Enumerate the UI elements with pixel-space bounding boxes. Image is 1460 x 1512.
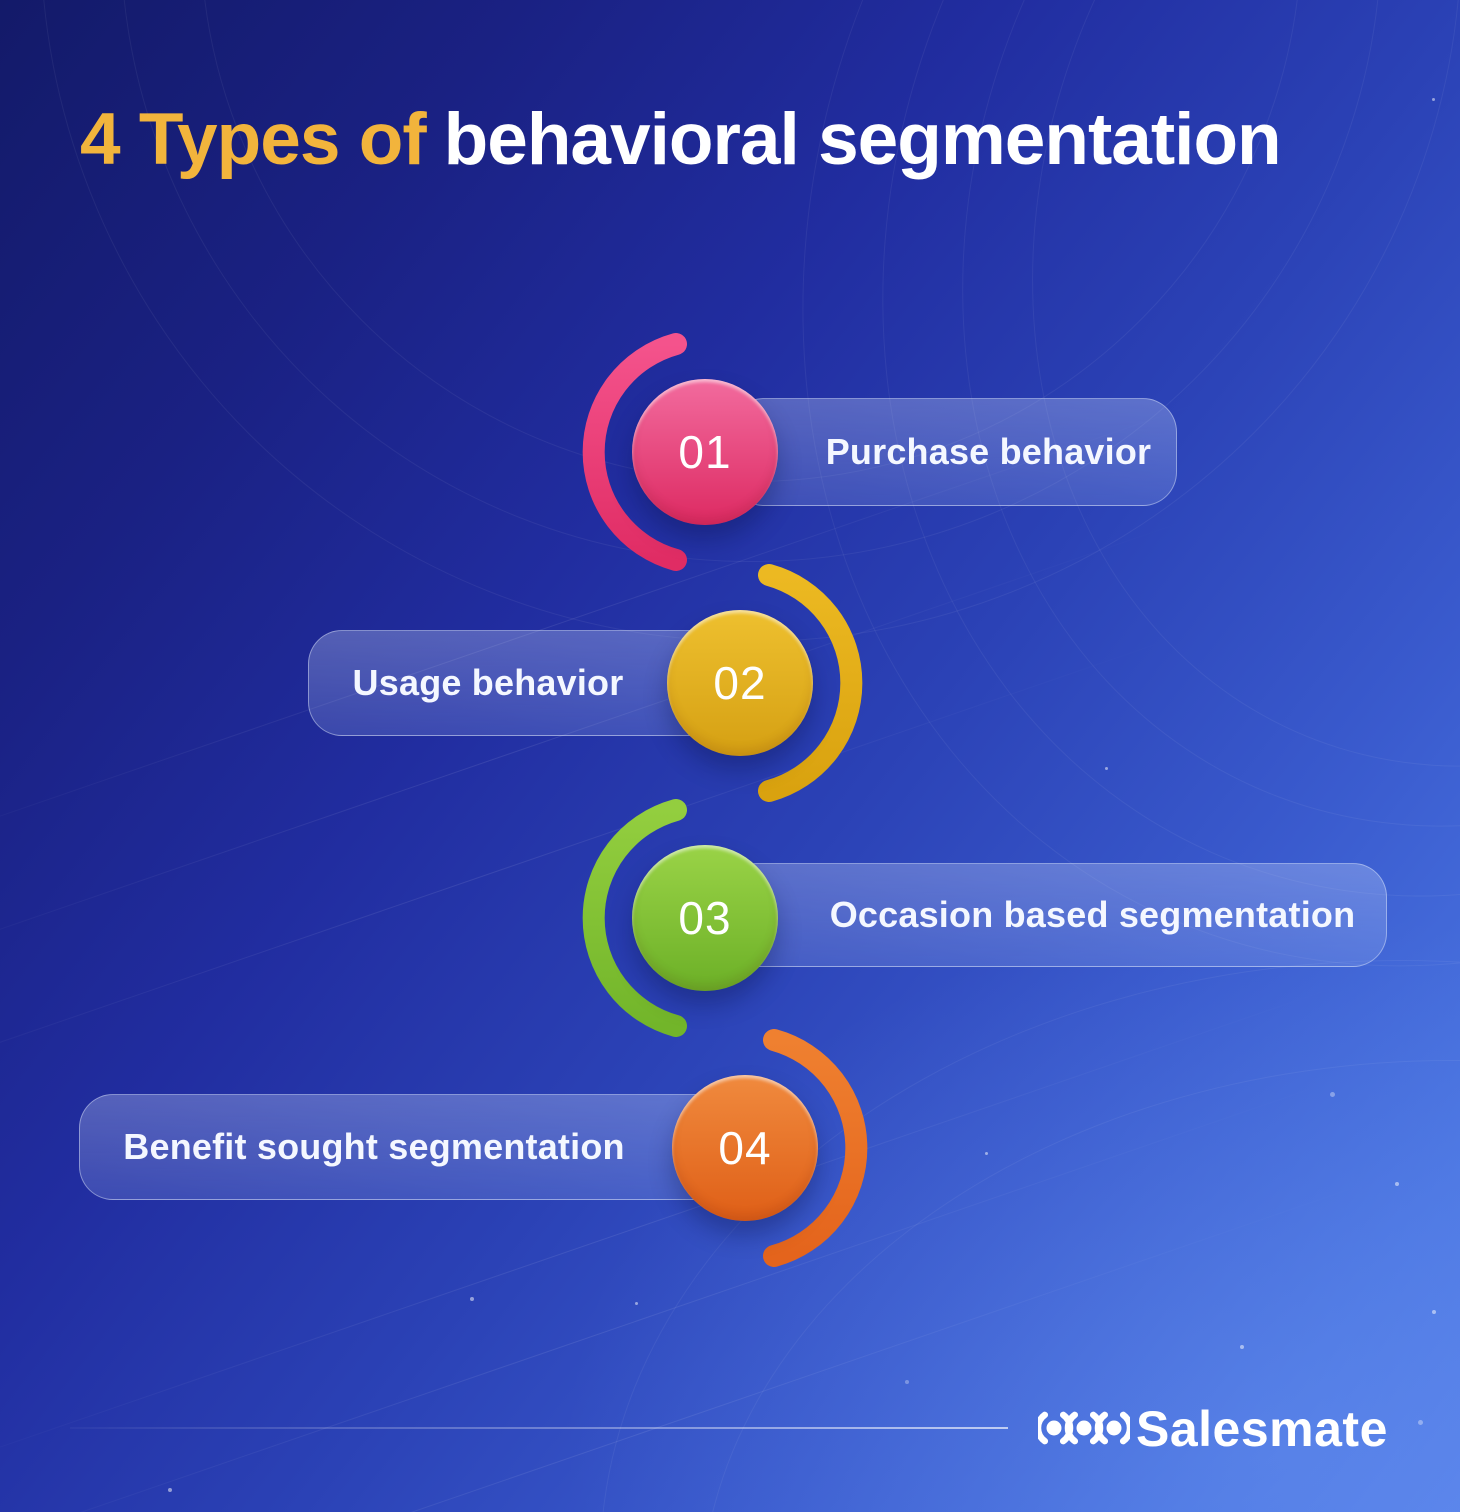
- brand-name: Salesmate: [1136, 1401, 1388, 1457]
- step-number-badge: 04: [672, 1075, 818, 1221]
- arc-left-decoration: [582, 799, 687, 1037]
- step-label-pill: Occasion based segmentation: [723, 863, 1387, 967]
- step-number-badge: 01: [632, 379, 778, 525]
- arc-right-decoration: [763, 1029, 868, 1267]
- page-title-rest: behavioral segmentation: [443, 99, 1282, 180]
- step-label: Purchase behavior: [825, 431, 1152, 472]
- step-number: 02: [713, 657, 767, 709]
- step-number: 01: [678, 426, 732, 478]
- step-label: Usage behavior: [352, 662, 624, 703]
- step-label-pill: Benefit sought segmentation: [79, 1094, 769, 1200]
- step-label-pill: Purchase behavior: [730, 398, 1177, 506]
- arc-left-decoration: [582, 333, 687, 571]
- page-title-highlight: 4 Types of: [80, 99, 427, 180]
- footer-divider: [70, 1427, 1008, 1429]
- step-number-badge: 02: [667, 610, 813, 756]
- step-number: 03: [678, 892, 732, 944]
- step-label: Benefit sought segmentation: [123, 1126, 625, 1167]
- arc-right-decoration: [758, 564, 863, 802]
- salesmate-chain-icon: [1038, 1411, 1130, 1445]
- step-label: Occasion based segmentation: [829, 894, 1356, 935]
- step-number: 04: [718, 1122, 772, 1174]
- step-number-badge: 03: [632, 845, 778, 991]
